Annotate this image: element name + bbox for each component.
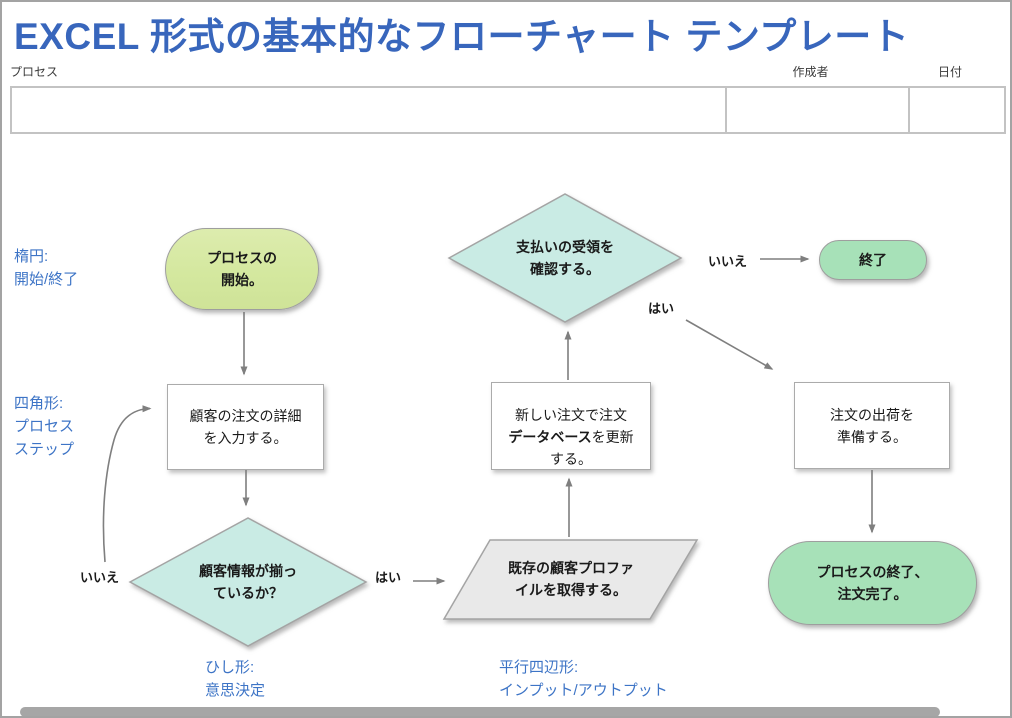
edge-label-no-2: いいえ [708,254,748,269]
author-field-label: 作成者 [792,65,829,79]
edge-label-no-1: いいえ [80,570,120,585]
finish-terminator[interactable]: プロセスの終了、 注文完了。 [768,541,977,625]
header-info-table [10,86,1006,134]
io-get-profile-shape[interactable] [442,539,699,620]
connector-no-loop-to-enter-order [102,405,152,563]
start-terminator[interactable]: プロセスの 開始。 [165,228,319,310]
io-get-profile-text: 既存の顧客プロファ イルを取得する。 [508,560,634,598]
process-enter-order[interactable]: 顧客の注文の詳細 を入力する。 [167,384,324,470]
legend-diamond: ひし形: 意思決定 [205,659,266,699]
process-update-db[interactable]: 新しい注文で注文 データベースを更新 する。 [491,382,651,470]
decision-customer-info-shape[interactable] [128,517,368,647]
legend-parallelogram: 平行四辺形: インプット/アウトプット [499,659,668,699]
edge-label-yes-1: はい [375,570,402,585]
edge-label-yes-2: はい [648,301,675,316]
end-terminator[interactable]: 終了 [819,240,927,280]
decision-payment-shape[interactable] [447,193,683,323]
update-db-text-post: を更新 する。 [550,429,634,467]
update-db-text-pre: 新しい注文で注文 [515,407,627,423]
connector-yes-to-prepare-shipment [685,319,774,370]
legend-rectangle: 四角形: プロセス ステップ [14,395,75,458]
process-prepare-shipment[interactable]: 注文の出荷を 準備する。 [794,382,950,469]
author-field[interactable] [727,88,910,132]
decision-customer-info-text: 顧客情報が揃っ ているか？ [199,563,297,601]
legend-ellipse: 楕円: 開始/終了 [14,248,79,288]
horizontal-scrollbar-thumb[interactable] [20,707,940,716]
update-db-text-bold: データベース [508,429,592,445]
process-field[interactable] [12,88,727,132]
decision-payment-text: 支払いの受領を 確認する。 [516,239,614,277]
page-title: EXCEL 形式の基本的なフローチャート テンプレート [14,16,910,57]
process-field-label: プロセス [10,65,59,79]
date-field-label: 日付 [937,65,962,79]
